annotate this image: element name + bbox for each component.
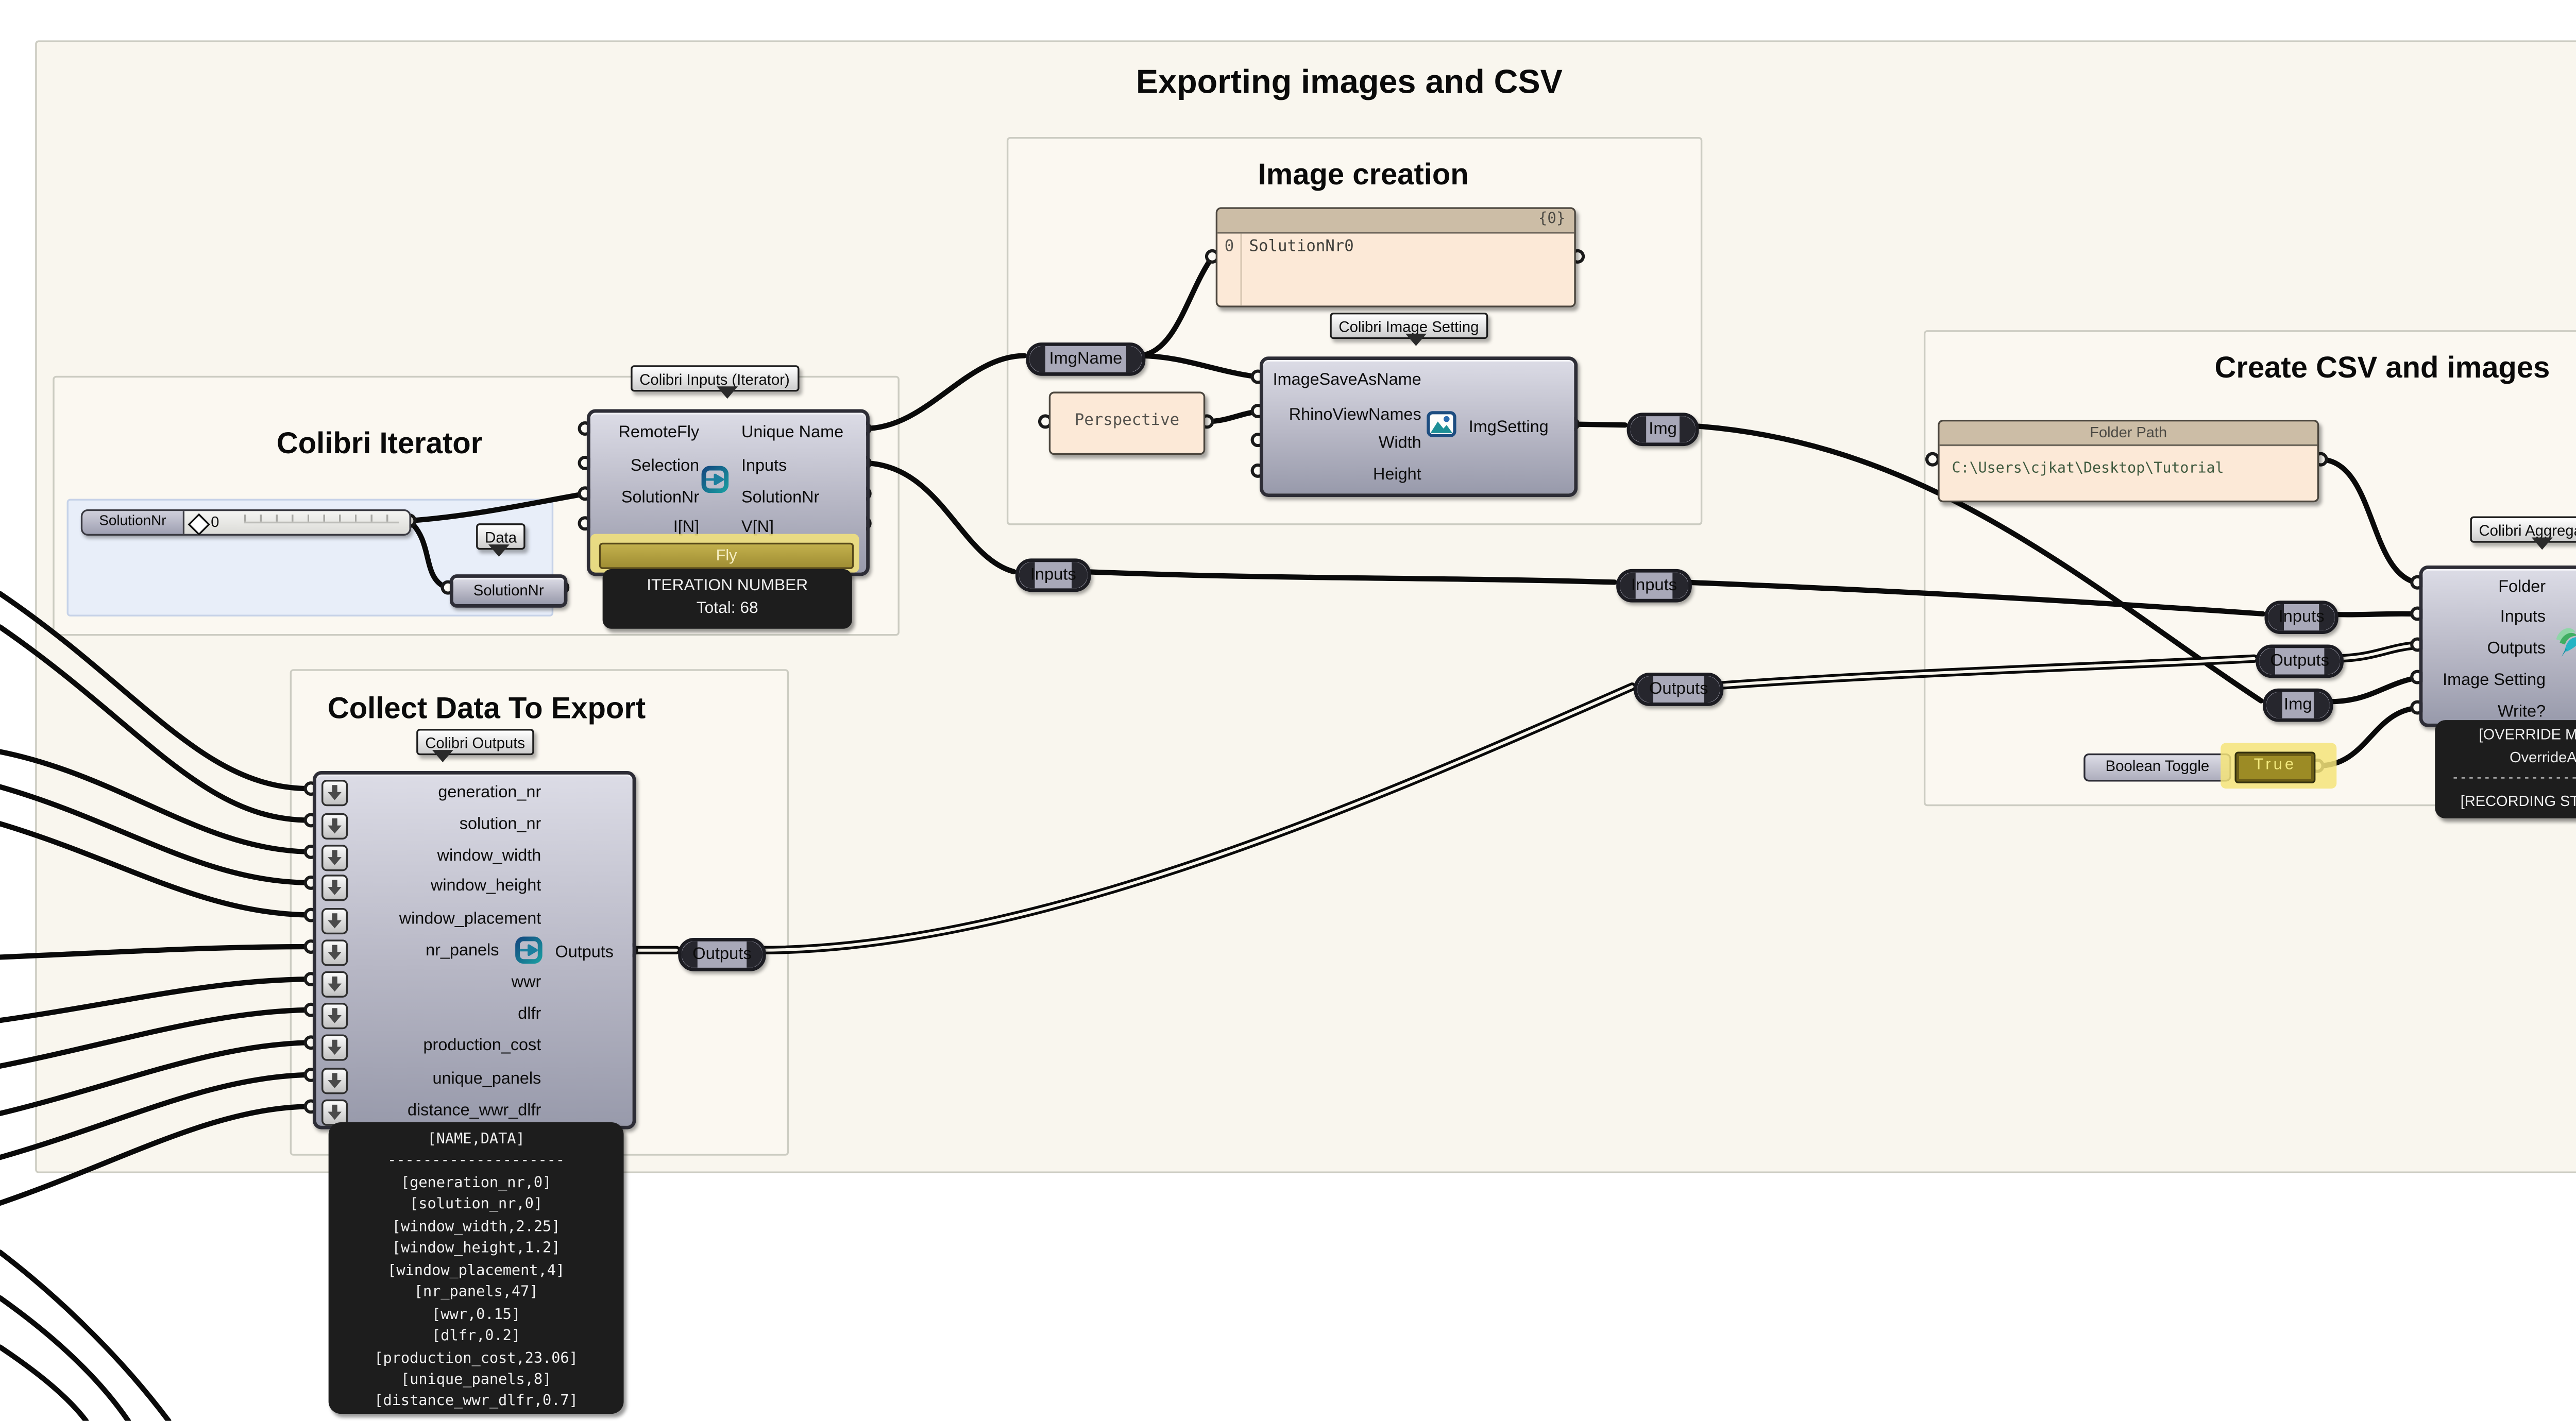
colibri-inputs-tooltip: Colibri Inputs (Iterator) bbox=[631, 365, 799, 399]
wire bbox=[2323, 675, 2418, 705]
outputs-relay-mid[interactable]: Outputs bbox=[1634, 673, 1724, 706]
wire bbox=[2327, 611, 2418, 618]
colibri-outputs-component[interactable]: generation_nr solution_nr window_width w… bbox=[312, 771, 636, 1129]
tooltip-pointer-icon bbox=[2531, 537, 2553, 560]
io-hook[interactable] bbox=[1925, 452, 1940, 467]
image-icon bbox=[1427, 411, 1456, 437]
download-icon bbox=[321, 844, 348, 870]
panel-path-badge: {0} bbox=[1217, 209, 1574, 234]
group-image-creation-title: Image creation bbox=[1258, 158, 1469, 192]
wire bbox=[406, 518, 449, 590]
img-relay-right[interactable]: Img bbox=[2263, 688, 2333, 721]
download-icon bbox=[321, 1067, 348, 1093]
group-create-csv-title: Create CSV and images bbox=[2214, 351, 2550, 385]
tooltip-pointer-icon bbox=[1405, 333, 1427, 356]
wire bbox=[0, 1295, 131, 1421]
colibri-outputs-tooltip: Colibri Outputs bbox=[416, 729, 534, 762]
download-icon bbox=[321, 875, 348, 901]
group-exporting-title: Exporting images and CSV bbox=[1136, 65, 1563, 102]
wire bbox=[0, 749, 312, 854]
panel-row-index: 0 bbox=[1224, 238, 1234, 256]
wire bbox=[861, 460, 1016, 575]
download-icon bbox=[321, 907, 348, 934]
wire bbox=[1081, 569, 1617, 585]
wire bbox=[1691, 423, 2264, 704]
wire bbox=[0, 976, 312, 1023]
wire bbox=[0, 624, 312, 823]
panel-gutter-divider bbox=[1240, 233, 1242, 306]
wire bbox=[1137, 353, 1259, 380]
colibri-image-setting-tooltip: Colibri Image Setting bbox=[1330, 312, 1488, 346]
colibri-aggregator-component[interactable]: Folder Inputs Outputs Image Setting Writ… bbox=[2419, 566, 2576, 727]
wire bbox=[0, 821, 312, 918]
solution-nr-capsule[interactable]: SolutionNr bbox=[449, 574, 568, 608]
fly-button[interactable]: Fly bbox=[599, 542, 854, 569]
colibri-aggregator-tooltip: Colibri Aggregator bbox=[2470, 516, 2576, 550]
wire bbox=[861, 353, 1027, 432]
wire bbox=[0, 784, 312, 885]
wire-tree-core bbox=[759, 685, 1634, 952]
colibri-export-icon bbox=[515, 936, 543, 964]
folder-path-header: Folder Path bbox=[1939, 421, 2317, 447]
panel-row-value: SolutionNr0 bbox=[1249, 238, 1354, 256]
download-icon bbox=[321, 780, 348, 807]
wire bbox=[1569, 421, 1628, 428]
aggregator-status-panel: [OVERRIDE MODE] OverrideAll ------------… bbox=[2435, 720, 2576, 819]
outputs-relay-collect[interactable]: Outputs bbox=[678, 937, 766, 971]
name-data-panel: [NAME,DATA]-------------------- [generat… bbox=[328, 1122, 624, 1414]
outputs-relay-right[interactable]: Outputs bbox=[2256, 644, 2344, 677]
wire bbox=[0, 1040, 312, 1117]
solution-nr-slider[interactable]: SolutionNr 0 bbox=[80, 509, 411, 536]
wire bbox=[0, 1104, 312, 1206]
group-colibri-iterator-title: Colibri Iterator bbox=[276, 426, 483, 460]
img-relay[interactable]: Img bbox=[1626, 413, 1699, 446]
data-tooltip: Data bbox=[476, 523, 526, 557]
tooltip-pointer-icon bbox=[717, 386, 738, 409]
wire bbox=[406, 491, 584, 524]
iteration-number-panel: ITERATION NUMBER Total: 68 bbox=[602, 569, 852, 629]
perspective-panel[interactable]: Perspective bbox=[1048, 391, 1206, 455]
wire bbox=[0, 944, 312, 960]
slider-value: 0 bbox=[211, 512, 219, 530]
slider-ticks bbox=[244, 513, 399, 524]
wire bbox=[1204, 409, 1259, 424]
image-save-component[interactable]: ImageSaveAsName RhinoViewNames Width Hei… bbox=[1259, 356, 1578, 498]
wire-tree-core bbox=[1713, 657, 2256, 688]
download-icon bbox=[321, 1034, 348, 1061]
wire bbox=[1137, 254, 1215, 358]
wire bbox=[0, 1007, 312, 1069]
slider-name-label: SolutionNr bbox=[82, 511, 185, 534]
folder-path-panel[interactable]: Folder Path C:\Users\cjkat\Desktop\Tutor… bbox=[1938, 419, 2319, 503]
download-icon bbox=[321, 1002, 348, 1029]
inputs-relay-mid[interactable]: Inputs bbox=[1616, 569, 1692, 602]
wire bbox=[2318, 456, 2418, 585]
colibri-export-icon bbox=[701, 466, 729, 493]
folder-path-value: C:\Users\cjkat\Desktop\Tutorial bbox=[1952, 458, 2224, 476]
iteration-total: Total: 68 bbox=[696, 598, 758, 617]
wire bbox=[1680, 579, 2266, 617]
true-toggle-button[interactable]: True bbox=[2234, 751, 2316, 783]
inputs-relay-right[interactable]: Inputs bbox=[2264, 601, 2338, 634]
wire-tree bbox=[756, 682, 1637, 954]
imgname-relay[interactable]: ImgName bbox=[1026, 342, 1146, 376]
tooltip-pointer-icon bbox=[432, 750, 453, 773]
download-icon bbox=[321, 971, 348, 998]
inputs-relay-left[interactable]: Inputs bbox=[1015, 558, 1091, 591]
download-icon bbox=[321, 938, 348, 965]
wire bbox=[0, 1344, 89, 1421]
group-collect-data-title: Collect Data To Export bbox=[327, 692, 646, 726]
slider-knob[interactable] bbox=[188, 512, 210, 534]
download-icon bbox=[321, 1098, 348, 1125]
solution-name-panel[interactable]: {0} 0 SolutionNr0 bbox=[1215, 207, 1576, 307]
hummingbird-icon bbox=[2556, 628, 2576, 657]
wire bbox=[0, 1249, 172, 1421]
boolean-toggle[interactable]: Boolean Toggle bbox=[2083, 753, 2231, 782]
wire bbox=[0, 1072, 312, 1160]
wire bbox=[0, 591, 312, 792]
iteration-number-label: ITERATION NUMBER bbox=[647, 576, 808, 594]
download-icon bbox=[321, 812, 348, 839]
wire-tree-core bbox=[2333, 643, 2417, 660]
tooltip-pointer-icon bbox=[488, 544, 510, 567]
